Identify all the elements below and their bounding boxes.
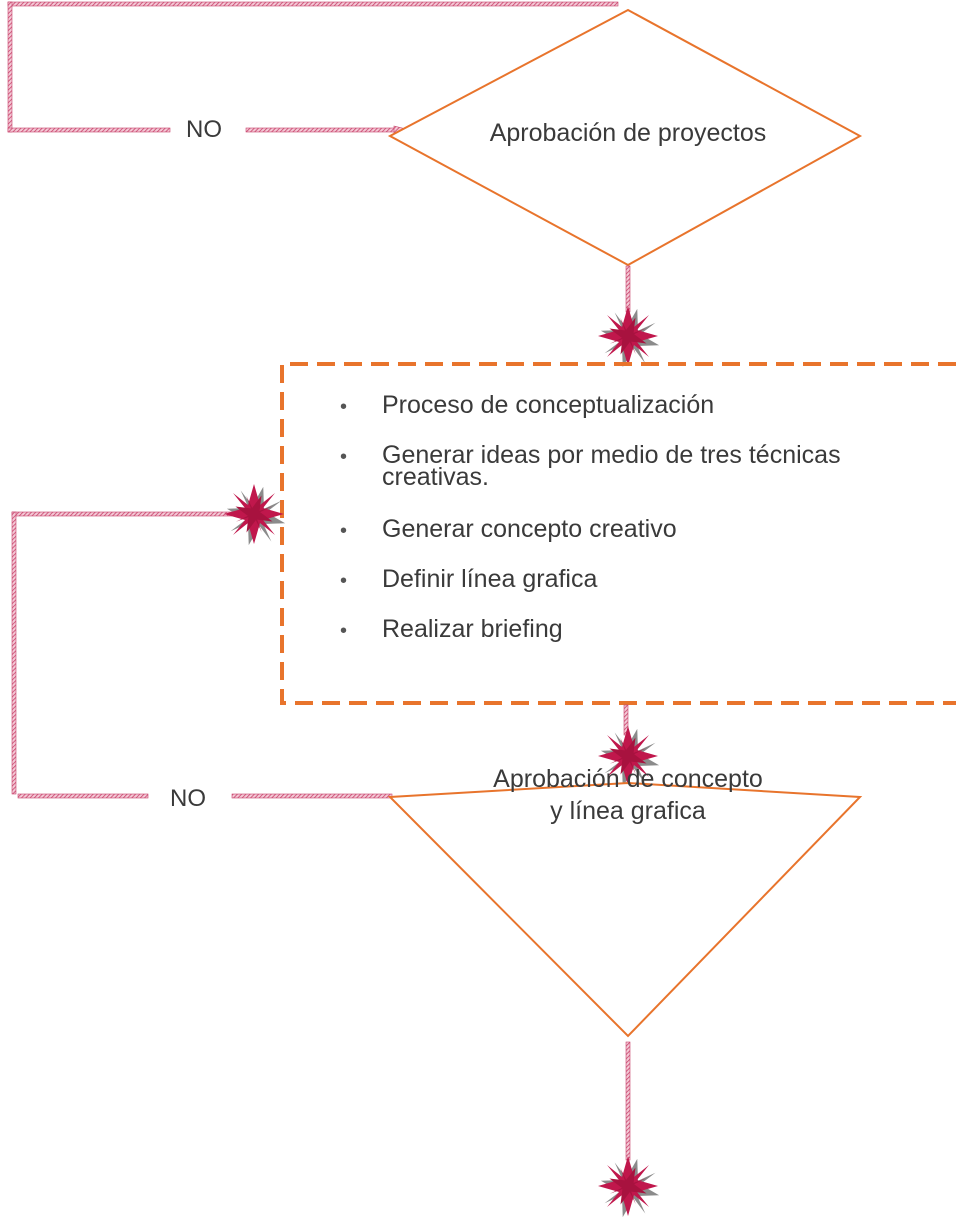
no-label-top: NO	[186, 116, 222, 143]
decision-diamond-top	[387, 8, 863, 267]
starburst-icon	[593, 1151, 667, 1217]
process-step-item: Definir línea grafica	[340, 567, 940, 593]
decision-bottom-label-line1: Aprobación de concepto	[493, 765, 763, 793]
process-step-item: Realizar briefing	[340, 617, 940, 643]
process-step-item: Generar ideas por medio de tres técnicas…	[340, 443, 922, 490]
connector-bottom-vertical	[625, 1041, 631, 1161]
bottom-no-loop-connector	[11, 511, 393, 799]
decision-bottom-label: Aprobación de concepto y línea grafica	[430, 763, 826, 827]
decision-top-label: Aprobación de proyectos	[489, 119, 767, 147]
top-no-loop-connector	[7, 1, 619, 135]
process-step-item: Proceso de conceptualización	[340, 393, 940, 419]
decision-diamond-bottom	[387, 781, 863, 1038]
no-label-bottom: NO	[170, 785, 206, 812]
process-box	[280, 362, 956, 705]
process-step-list: Proceso de conceptualización Generar ide…	[340, 393, 940, 643]
decision-bottom-label-line2: y línea grafica	[550, 797, 706, 825]
process-step-item: Generar concepto creativo	[340, 517, 940, 543]
connector-top-vertical	[625, 265, 631, 313]
